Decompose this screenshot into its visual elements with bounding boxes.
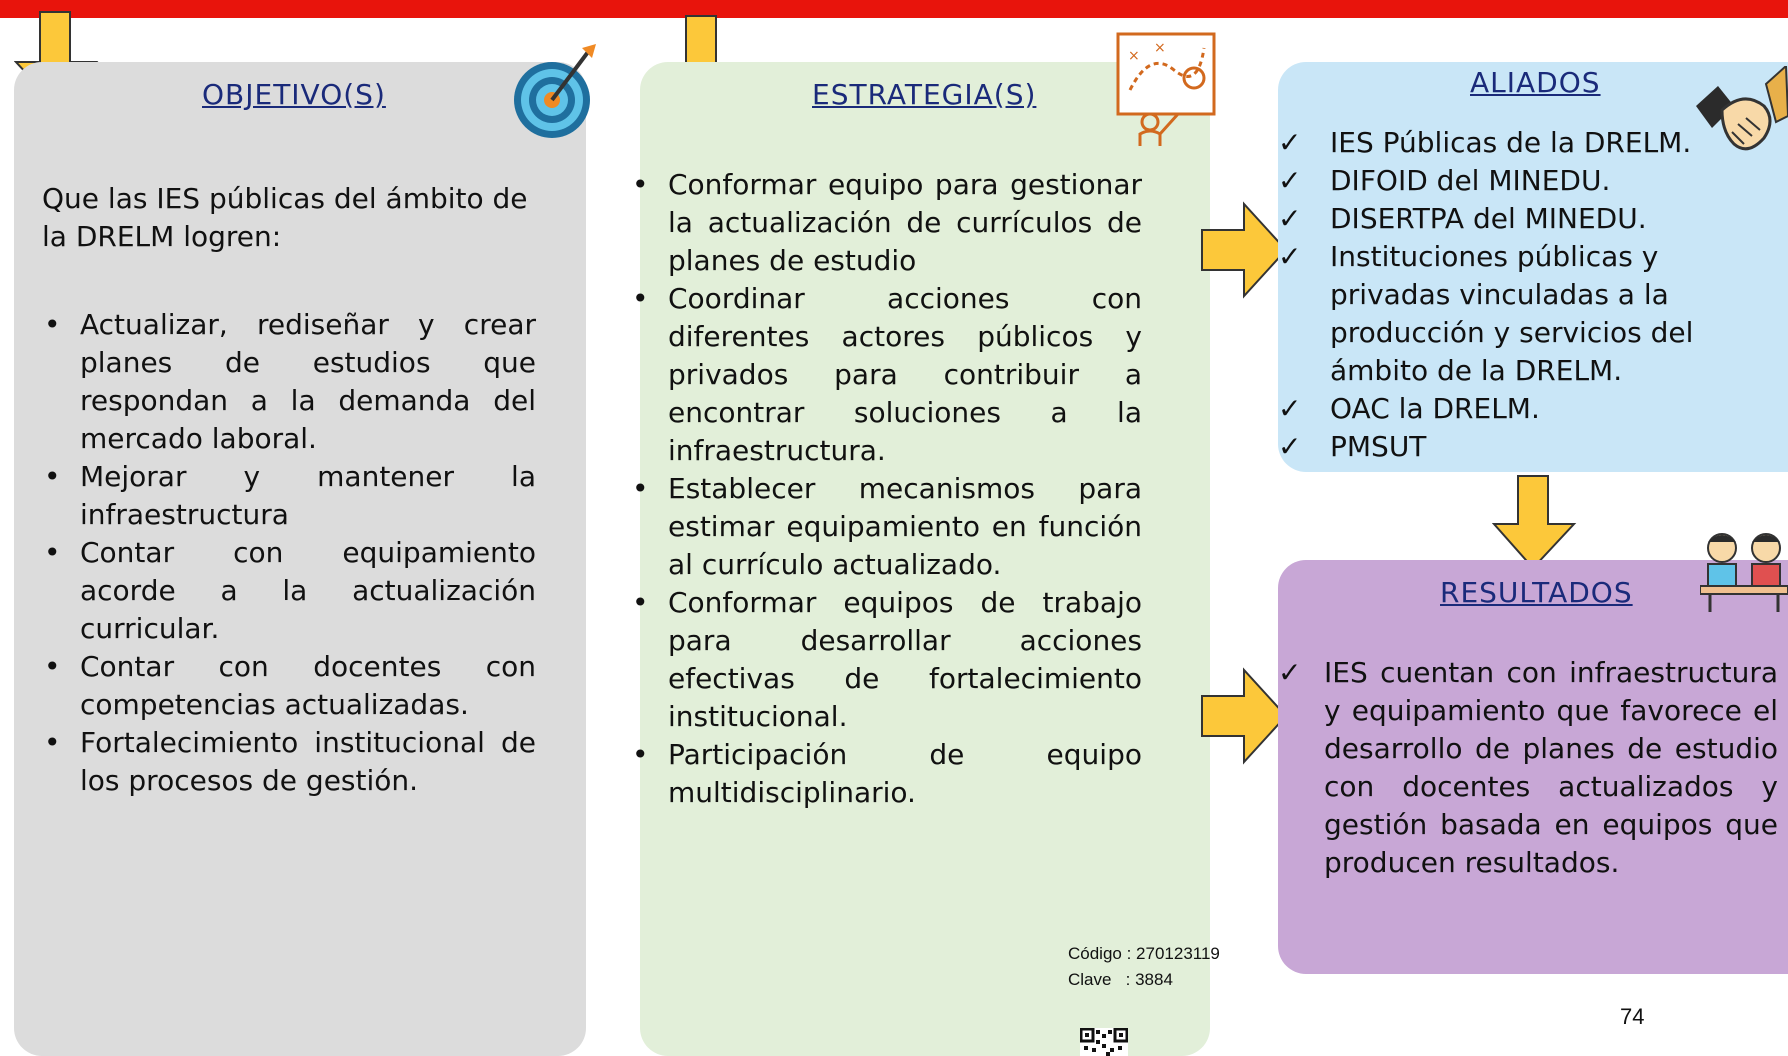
aliado-item: DIFOID del MINEDU. [1274,162,1744,200]
resultados-list: IES cuentan con infraestructura y equipa… [1278,654,1778,882]
objetivo-item: Contar con docentes con competencias act… [42,648,536,724]
svg-text:×: × [1154,40,1166,56]
aliados-list: IES Públicas de la DRELM. DIFOID del MIN… [1274,124,1744,466]
right-arrow-icon [1201,201,1288,299]
clave-label: Clave : 3884 [1068,970,1173,989]
estrategia-item: Coordinar acciones con diferentes actore… [630,280,1142,470]
resultados-heading: RESULTADOS [1440,576,1633,609]
objetivo-item: Mejorar y mantener la infraestructura [42,458,536,534]
objetivo-item: Contar con equipamiento acorde a la actu… [42,534,536,648]
objetivo-heading: OBJETIVO(S) [202,78,386,111]
page-number: 74 [1620,1004,1645,1029]
estrategia-item: Conformar equipos de trabajo para desarr… [630,584,1142,736]
estrategia-heading: ESTRATEGIA(S) [812,78,1037,111]
aliados-heading: ALIADOS [1470,66,1601,99]
aliado-item: IES Públicas de la DRELM. [1274,124,1744,162]
estrategia-list: Conformar equipo para gestionar la actua… [630,166,1142,812]
estrategia-item: Participación de equipo multidisciplinar… [630,736,1142,812]
svg-text:×: × [1128,48,1140,64]
qr-code-icon [1080,1028,1128,1056]
aliado-item: DISERTPA del MINEDU. [1274,200,1744,238]
objetivo-intro: Que las IES públicas del ámbito de la DR… [42,182,528,253]
aliado-item: PMSUT [1274,428,1744,466]
objetivo-item: Fortalecimiento institucional de los pro… [42,724,536,800]
estrategia-item: Conformar equipo para gestionar la actua… [630,166,1142,280]
right-arrow-icon [1201,667,1288,765]
codigo-label: Código : 270123119 [1068,944,1220,963]
objetivo-list: Actualizar, rediseñar y crear planes de … [42,306,536,800]
strategy-board-icon: × × [1116,32,1216,146]
target-icon [514,44,596,138]
resultado-item: IES cuentan con infraestructura y equipa… [1278,654,1778,882]
objetivo-item: Actualizar, rediseñar y crear planes de … [42,306,536,458]
down-arrow-icon [1492,475,1577,570]
students-icon [1700,533,1788,612]
top-banner-bar [0,0,1788,18]
aliado-item: OAC la DRELM. [1274,390,1744,428]
aliado-item: Instituciones públicas y privadas vincul… [1274,238,1744,390]
estrategia-item: Establecer mecanismos para estimar equip… [630,470,1142,584]
